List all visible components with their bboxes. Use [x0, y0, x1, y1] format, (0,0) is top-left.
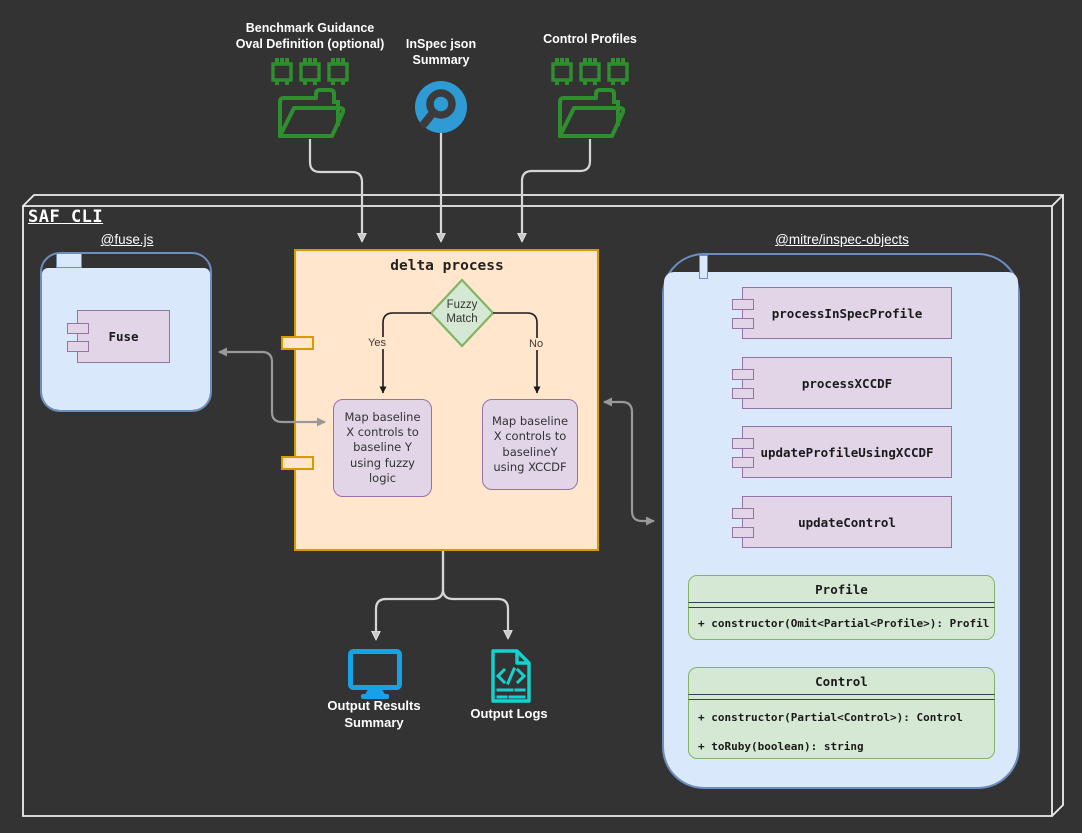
- input-benchmark-label-line1: Benchmark Guidance: [245, 21, 375, 35]
- saf-cli-title: SAF CLI: [28, 207, 104, 227]
- no-branch-label: No: [527, 338, 546, 350]
- profile-method: + constructor(Omit<Partial<Profile>): Pr…: [698, 617, 990, 630]
- yes-branch-label: Yes: [366, 337, 388, 349]
- input-benchmark-label: Benchmark Guidance Oval Definition (opti…: [195, 20, 425, 52]
- inspec-icon: [415, 81, 467, 133]
- output-results-label-line1: Output Results: [327, 698, 421, 713]
- component-port: [732, 438, 754, 449]
- input-profiles-label-line1: Control Profiles: [543, 32, 637, 46]
- delta-inspec-objects-link: [603, 397, 655, 526]
- input-arrows: [308, 133, 592, 241]
- output-logs-label: Output Logs: [445, 706, 573, 723]
- component-port: [732, 527, 754, 538]
- component-port: [732, 299, 754, 310]
- output-arrows: [376, 551, 508, 639]
- profile-class-separator: [688, 602, 995, 608]
- folder-gears-icon: [271, 58, 349, 138]
- folder-gears-icon: [551, 58, 629, 138]
- control-method: + toRuby(boolean): string: [698, 740, 864, 753]
- component-port: [732, 457, 754, 468]
- inspec-objects-container-tab: [699, 255, 708, 279]
- control-class-body: + constructor(Partial<Control>): Control…: [688, 700, 995, 759]
- output-results-label: Output Results Summary: [300, 698, 448, 731]
- fuse-container: [40, 252, 212, 412]
- map-xccdf-box: Map baseline X controls to baselineY usi…: [482, 399, 578, 490]
- fuse-container-label: @fuse.js: [100, 232, 154, 247]
- input-inspec-label-line2: Summary: [412, 53, 470, 67]
- component-port: [67, 323, 89, 334]
- delta-process-title: delta process: [390, 258, 504, 274]
- code-file-icon: [491, 649, 531, 703]
- inspec-objects-label: @mitre/inspec-objects: [775, 232, 909, 247]
- profile-class-body: + constructor(Omit<Partial<Profile>): Pr…: [688, 608, 995, 640]
- monitor-icon: [348, 649, 402, 699]
- component-port: [732, 388, 754, 399]
- control-method: + constructor(Partial<Control>): Control: [698, 711, 963, 724]
- inspec-objects-container: [662, 253, 1020, 789]
- input-benchmark-label-line2: Oval Definition (optional): [235, 37, 385, 51]
- component-processXCCDF: processXCCDF: [732, 357, 952, 409]
- component-port: [732, 369, 754, 380]
- component-processInSpecProfile: processInSpecProfile: [732, 287, 952, 339]
- fuzzy-match-label-line1: Fuzzy: [446, 299, 478, 311]
- output-logs-label-line1: Output Logs: [470, 706, 548, 721]
- profile-class-header: Profile: [688, 575, 995, 602]
- component-label: processXCCDF: [801, 375, 893, 391]
- input-profiles-label: Control Profiles: [520, 31, 660, 47]
- control-class-separator: [688, 694, 995, 700]
- fuzzy-match-label: Fuzzy Match: [430, 298, 494, 327]
- delta-port: [281, 456, 314, 470]
- control-class-header: Control: [688, 667, 995, 694]
- component-port: [732, 318, 754, 329]
- component-label: updateProfileUsingXCCDF: [760, 444, 934, 460]
- input-inspec-label-line1: InSpec json: [405, 37, 477, 51]
- component-updateProfileUsingXCCDF: updateProfileUsingXCCDF: [732, 426, 952, 478]
- component-label: updateControl: [798, 514, 896, 530]
- input-inspec-label: InSpec json Summary: [391, 36, 491, 68]
- fuse-container-tab: [56, 253, 82, 268]
- fuse-component: Fuse: [67, 310, 170, 363]
- fuse-component-label: Fuse: [108, 329, 139, 344]
- component-label: processInSpecProfile: [771, 305, 923, 321]
- component-updateControl: updateControl: [732, 496, 952, 548]
- component-port: [732, 508, 754, 519]
- component-port: [67, 341, 89, 352]
- fuzzy-match-label-line2: Match: [446, 313, 478, 326]
- output-results-label-line2: Summary: [344, 714, 404, 730]
- delta-port: [281, 336, 314, 350]
- map-fuzzy-logic-box: Map baseline X controls to baseline Y us…: [333, 399, 432, 497]
